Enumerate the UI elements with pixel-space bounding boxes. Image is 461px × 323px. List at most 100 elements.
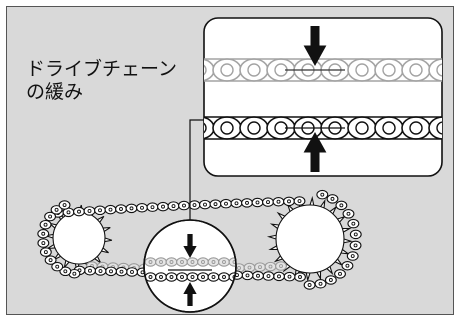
chain-link: [207, 272, 220, 282]
chain-link: [220, 198, 232, 209]
chain-link: [428, 58, 442, 82]
caption: ドライブチェーン の緩み: [26, 58, 177, 104]
chain-link: [341, 260, 354, 271]
chain-link: [303, 280, 316, 290]
chain-link: [204, 58, 215, 82]
arrow-up-icon: [303, 132, 327, 172]
chain-link: [342, 209, 355, 219]
chain-link: [209, 199, 222, 209]
chain-link: [199, 199, 211, 210]
chain-link: [155, 272, 167, 282]
chain-link: [39, 219, 52, 230]
chain-link: [294, 272, 306, 282]
chain-link: [275, 261, 287, 271]
chain-link: [262, 271, 275, 281]
chain-link: [228, 257, 236, 267]
chain-link: [157, 201, 169, 212]
chain-link: [176, 257, 188, 267]
chain-link: [347, 116, 377, 140]
chain-link: [349, 229, 362, 240]
arrow-down-icon: [303, 26, 327, 66]
magnifier-circle: [143, 219, 237, 313]
arrow-up-icon: [183, 282, 197, 306]
chain-link: [115, 204, 127, 214]
chain-link: [84, 265, 96, 276]
chain-link: [335, 200, 348, 211]
chain-link: [167, 201, 180, 211]
chain-link: [37, 238, 50, 248]
chain-link: [273, 271, 285, 282]
chain-link: [197, 272, 209, 282]
chain-link: [252, 270, 264, 281]
chain-link: [207, 257, 220, 267]
chain-link: [239, 116, 269, 140]
chain-link: [239, 58, 269, 82]
chain-link: [44, 211, 57, 222]
chain-link: [105, 266, 117, 277]
chain-link: [94, 266, 107, 276]
chain-link: [39, 247, 52, 257]
chain-link: [347, 218, 360, 229]
chain-link: [44, 255, 57, 265]
arrow-down-icon: [183, 234, 197, 258]
chain-link: [73, 206, 85, 217]
chain-link: [126, 267, 138, 277]
chain-link: [316, 189, 329, 200]
chain-link: [283, 271, 296, 282]
leader-line: [189, 119, 206, 220]
chain-link: [349, 240, 362, 251]
chain-link: [125, 203, 138, 214]
chain-link: [347, 58, 377, 82]
caption-line-2: の緩み: [26, 81, 84, 103]
chain-link: [58, 200, 71, 210]
chain-link: [218, 257, 230, 267]
chain-link: [293, 196, 306, 206]
chain-link: [230, 198, 243, 209]
chain-link: [262, 197, 274, 207]
chain-link: [155, 257, 167, 267]
chain-link: [176, 272, 188, 282]
chain-link: [334, 269, 346, 279]
chain-link: [59, 266, 72, 277]
caption-line-1: ドライブチェーン: [26, 58, 178, 80]
chain-link: [136, 203, 148, 213]
chain-link: [374, 58, 404, 82]
chain-link: [146, 202, 159, 212]
chain-link: [94, 205, 106, 216]
chain-link: [144, 257, 157, 267]
chain-link: [37, 228, 50, 239]
chain-link: [218, 272, 230, 282]
chain-link: [50, 205, 63, 215]
chain-link: [241, 270, 254, 281]
chain-link: [188, 200, 201, 210]
chain-link: [251, 197, 264, 208]
chain-link: [51, 261, 64, 272]
chain-link: [324, 275, 337, 285]
chain-link: [165, 257, 178, 267]
chain-link: [197, 257, 209, 267]
chain-link: [272, 196, 285, 207]
chain-link: [165, 272, 178, 282]
chain-link: [186, 257, 199, 267]
chain-link: [178, 200, 190, 211]
chain-link: [346, 251, 359, 261]
chain-link: [186, 272, 199, 282]
chain-link: [104, 204, 117, 215]
chain-link: [212, 58, 242, 82]
chain-link: [212, 116, 242, 140]
chain-link: [254, 262, 266, 272]
chain-link: [401, 116, 431, 140]
front-sprocket: [45, 204, 113, 272]
chain-link: [283, 196, 295, 207]
chain-link: [374, 116, 404, 140]
chain-link: [83, 206, 96, 216]
chain-link: [115, 266, 128, 277]
chain-link: [68, 268, 81, 279]
chain-link: [326, 194, 339, 204]
chain-link: [264, 261, 277, 272]
chain-link: [241, 198, 253, 208]
chain-link: [314, 279, 327, 289]
chain-link: [401, 58, 431, 82]
detail-inset: [203, 17, 443, 177]
